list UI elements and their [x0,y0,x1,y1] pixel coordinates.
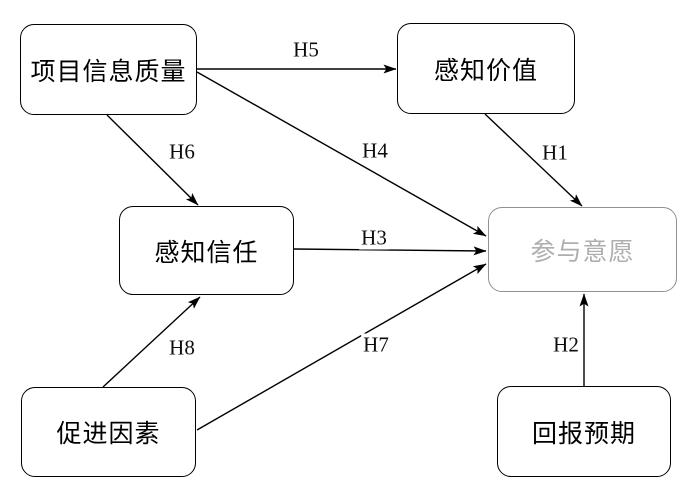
edge-h1-arrow [484,113,583,207]
node-project-info-quality: 项目信息质量 [20,24,197,115]
edge-label-h7: H7 [361,332,391,357]
edge-label-h1: H1 [540,140,570,165]
node-perceived-trust: 感知信任 [119,206,294,295]
edge-label-h6: H6 [167,139,197,164]
edge-label-h3: H3 [359,225,389,250]
node-perceived-trust-label: 感知信任 [154,239,259,267]
node-reward-expectation: 回报预期 [497,386,671,477]
node-facilitating-factors: 促进因素 [21,387,196,477]
edge-label-h2: H2 [551,332,581,357]
node-reward-expectation-label: 回报预期 [531,420,636,448]
edge-label-h8: H8 [167,335,197,360]
edge-label-h5: H5 [291,37,321,62]
node-project-info-quality-label: 项目信息质量 [30,58,187,86]
node-perceived-value: 感知价值 [397,23,575,114]
edge-h3-arrow [293,246,487,256]
edge-label-h4: H4 [360,138,390,163]
node-facilitating-factors-label: 促进因素 [56,421,161,448]
edge-h4-arrow [196,71,487,237]
node-participation-willingness: 参与意愿 [488,207,677,292]
node-participation-willingness-label: 参与意愿 [530,238,635,266]
edge-h6-arrow [106,114,199,206]
edge-h7-arrow [196,263,487,431]
edge-h8-arrow [102,296,201,388]
node-perceived-value-label: 感知价值 [433,57,538,85]
